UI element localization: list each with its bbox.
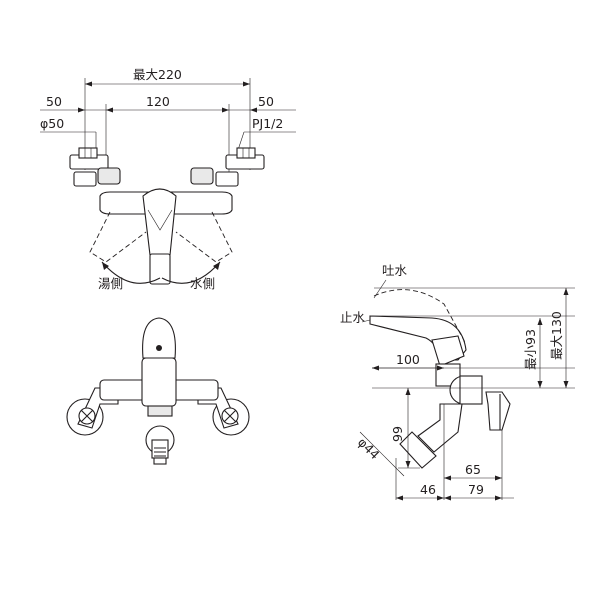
- label-pj12: PJ1/2: [252, 116, 283, 131]
- top-spout: [149, 253, 171, 285]
- side-view: 吐水 止水 最小93 最大130 100 99 φ44: [340, 263, 575, 501]
- aerator-body: [151, 439, 169, 459]
- side-handle-body: [431, 335, 465, 367]
- side-lever-open-ghost: [373, 289, 467, 345]
- side-union: [459, 375, 483, 405]
- label-max-130: 最大130: [549, 311, 564, 360]
- top-view: 最大220 50 120 50 φ50 PJ1/2: [40, 67, 296, 291]
- label-diameter-44: φ44: [355, 435, 383, 463]
- side-aerator: [399, 431, 437, 469]
- top-dimensions: [40, 78, 296, 172]
- side-lower-elbow: [417, 403, 463, 453]
- cold-rotation-ghost: [175, 211, 233, 263]
- label-cold-side: 水側: [190, 276, 215, 291]
- label-phi-50: φ50: [40, 116, 64, 131]
- left-inlet-fitting: [69, 147, 121, 187]
- label-hot-side: 湯側: [98, 276, 123, 291]
- label-max-220: 最大220: [133, 67, 182, 82]
- label-pitch-120: 120: [146, 94, 170, 109]
- front-handle: [142, 317, 176, 359]
- label-spout: 吐水: [382, 263, 408, 278]
- right-inlet-fitting: [190, 147, 265, 187]
- central-column: [141, 357, 177, 407]
- label-left-50: 50: [46, 94, 62, 109]
- left-union-nut: [78, 407, 96, 425]
- front-view: [66, 317, 250, 465]
- label-offset-79: 79: [468, 482, 484, 497]
- label-stop: 止水: [340, 310, 366, 325]
- label-offset-46: 46: [420, 482, 436, 497]
- label-reach-100: 100: [396, 352, 420, 367]
- hot-rotation-ghost: [89, 211, 147, 263]
- label-offset-99: 99: [390, 426, 405, 442]
- spout-collar: [147, 405, 173, 417]
- label-min-93: 最小93: [523, 329, 538, 370]
- label-offset-65: 65: [465, 462, 481, 477]
- cold-rotation-arc: [161, 261, 221, 284]
- right-union-nut: [221, 407, 239, 425]
- hot-rotation-arc: [101, 261, 161, 284]
- label-right-50: 50: [258, 94, 274, 109]
- top-handle: [142, 188, 177, 260]
- side-wall-flange: [485, 391, 511, 431]
- handle-indicator-dot: [156, 345, 162, 351]
